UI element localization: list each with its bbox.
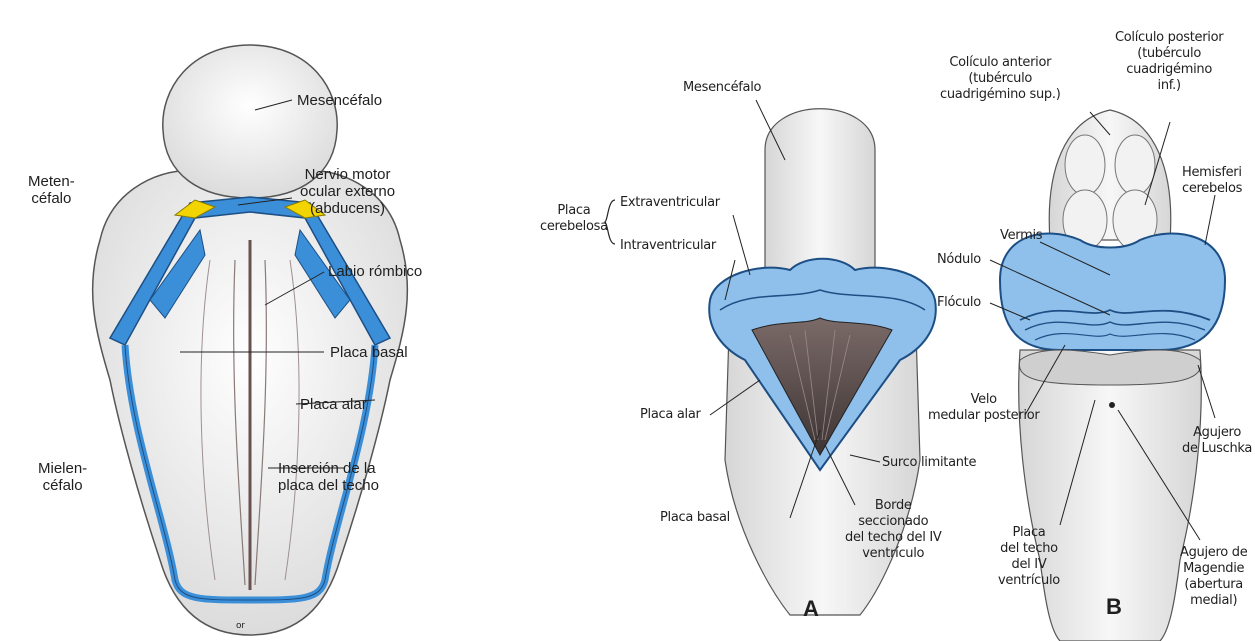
b-label-agujero-magendie: Agujero de Magendie (abertura medial) — [1180, 545, 1247, 609]
label-mielencefalo: Mielen- céfalo — [38, 460, 87, 494]
figure-left-drawing — [0, 0, 520, 641]
b-label-nodulo: Nódulo — [937, 252, 981, 268]
label-labio-rombico: Labio rómbico — [328, 263, 422, 280]
a-label-mesencefalo: Mesencéfalo — [683, 80, 761, 96]
a-label-placa-alar: Placa alar — [640, 407, 701, 423]
artist-signature: or — [236, 618, 245, 634]
b-label-hemisferio: Hemisferi cerebelos — [1182, 165, 1242, 197]
label-placa-alar: Placa alar — [300, 396, 367, 413]
b-label-coliculo-anterior: Colículo anterior (tubérculo cuadrigémin… — [940, 55, 1060, 103]
figure-letter-b: B — [1106, 598, 1122, 615]
a-label-placa-basal: Placa basal — [660, 510, 730, 526]
a-label-placa-cerebelosa: Placa cerebelosa — [540, 203, 608, 235]
b-label-agujero-luschka: Agujero de Luschka — [1182, 425, 1252, 457]
b-label-floculo: Flóculo — [937, 295, 981, 311]
a-label-extraventricular: Extraventricular — [620, 195, 720, 211]
label-mesencefalo: Mesencéfalo — [297, 92, 382, 109]
label-metencefalo: Meten- céfalo — [28, 173, 75, 207]
figure-right-cerebellum: Mesencéfalo Placa cerebelosa Extraventri… — [520, 0, 1255, 641]
label-placa-basal: Placa basal — [330, 344, 408, 361]
a-label-surco-limitante: Surco limitante — [882, 455, 976, 471]
figure-left-rhombencephalon: Mesencéfalo Meten- céfalo Nervio motor o… — [0, 0, 520, 641]
b-label-coliculo-posterior: Colículo posterior (tubérculo cuadrigémi… — [1115, 30, 1223, 94]
label-nervio-abducens: Nervio motor ocular externo (abducens) — [300, 166, 395, 217]
b-cerebellum — [1000, 233, 1225, 350]
a-label-borde-seccionado: Borde seccionado del techo del IV ventrí… — [845, 498, 941, 562]
b-label-vermis: Vermis — [1000, 228, 1042, 244]
b-velum — [1019, 350, 1200, 385]
b-label-placa-techo: Placa del techo del IV ventrículo — [998, 525, 1060, 589]
label-insercion-techo: Inserción de la placa del techo — [278, 460, 379, 494]
a-label-intraventricular: Intraventricular — [620, 238, 716, 254]
figure-letter-a: A — [803, 600, 819, 617]
b-label-velo-medular: Velo medular posterior — [928, 392, 1039, 424]
